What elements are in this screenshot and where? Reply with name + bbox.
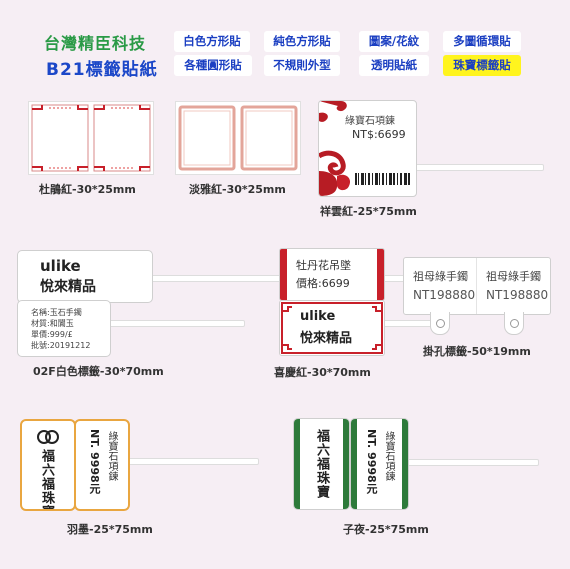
tag-pattern[interactable]: 圖案/花紋 <box>359 31 429 52</box>
yumo-caption: 羽墨-25*75mm <box>67 523 153 536</box>
ziye-green-edge-left <box>351 419 357 509</box>
xiqing-price: 價格:6699 <box>296 277 350 290</box>
white02f-tail-bottom <box>108 320 245 327</box>
white02f-info-label: 名稱:玉石手鐲 材質:和闐玉 單價:999/£ 批號:20191212 <box>17 300 111 357</box>
xiangyun-tail <box>415 164 544 171</box>
yumo-right-label: 綠寶石項鍊 NT. 9998元 <box>74 419 130 511</box>
dujuan-caption: 杜鵑紅-30*25mm <box>39 183 136 196</box>
guakong-label: 祖母綠手鐲 NT198880 祖母綠手鐲 NT198880 <box>403 257 551 315</box>
xiqing-red-edge-left <box>280 249 287 300</box>
hang-hole-icon <box>510 319 519 328</box>
ziye-price: NT. 9998元 <box>365 429 378 494</box>
company-name: 台灣精臣科技 <box>44 34 147 53</box>
xiangyun-item-name: 綠寶石項鍊 <box>345 116 395 127</box>
guakong-name-1: 祖母綠手鐲 <box>413 270 468 283</box>
yumo-tail <box>127 458 259 465</box>
xiqing-brand: ulike <box>300 309 336 324</box>
tag-white-square[interactable]: 白色方形貼 <box>174 31 250 52</box>
xiqing-red-edge-right <box>377 249 384 300</box>
danya-label-sheet <box>175 101 301 175</box>
yumo-brand: 福六福珠寶 <box>39 449 54 511</box>
xiangyun-price: NT$:6699 <box>352 128 406 141</box>
hang-hole-tab-1 <box>430 312 450 335</box>
white02f-caption: 02F白色標籤-30*70mm <box>33 365 164 378</box>
xiqing-item-name: 牡丹花吊墜 <box>296 259 351 272</box>
xiqing-top-label: 牡丹花吊墜 價格:6699 <box>279 248 385 301</box>
guakong-name-2: 祖母綠手鐲 <box>486 270 541 283</box>
ziye-green-edge-right <box>402 419 408 509</box>
tag-irregular[interactable]: 不規則外型 <box>264 55 340 76</box>
ziye-tail <box>407 459 539 466</box>
tag-round[interactable]: 各種圓形貼 <box>174 55 252 76</box>
dujuan-label-sheet <box>28 101 154 175</box>
product-name: B21標籤貼紙 <box>46 60 158 80</box>
tag-transparent[interactable]: 透明貼紙 <box>359 55 429 76</box>
guakong-code-1: NT198880 <box>413 288 476 302</box>
tag-solid-square[interactable]: 純色方形貼 <box>264 31 340 52</box>
info-line: 材質:和闐玉 <box>31 319 74 328</box>
danya-pink-frame <box>178 105 298 171</box>
info-line: 單價:999/£ <box>31 330 73 339</box>
ziye-green-edge-right <box>343 419 349 509</box>
info-line: 名稱:玉石手鐲 <box>31 308 82 317</box>
dujuan-red-border-pattern <box>31 104 151 172</box>
ziye-caption: 子夜-25*75mm <box>343 523 429 536</box>
cloud-pattern-icon <box>319 101 351 196</box>
tag-multi-cycle[interactable]: 多圖循環貼 <box>443 31 521 52</box>
hang-hole-icon <box>436 319 445 328</box>
yumo-logo-icon <box>37 430 59 444</box>
xiangyun-label: 綠寶石項鍊 NT$:6699 <box>318 100 417 197</box>
info-line: 批號:20191212 <box>31 341 91 350</box>
xiqing-caption: 喜慶紅-30*70mm <box>274 366 371 379</box>
guakong-caption: 掛孔標籤-50*19mm <box>423 345 531 358</box>
white02f-info-lines: 名稱:玉石手鐲 材質:和闐玉 單價:999/£ 批號:20191212 <box>31 307 90 351</box>
guakong-code-2: NT198880 <box>486 288 549 302</box>
ziye-brand: 福六福珠寶 <box>314 429 329 499</box>
xiqing-store: 悅來精品 <box>300 331 353 346</box>
barcode-icon <box>355 173 410 185</box>
ziye-green-edge-left <box>294 419 300 509</box>
ziye-left-label: 福六福珠寶 <box>293 418 350 510</box>
ziye-right-label: 綠寶石項鍊 NT. 9998元 <box>350 418 409 510</box>
white02f-tail-top <box>151 275 288 282</box>
ziye-item-name: 綠寶石項鍊 <box>383 431 394 481</box>
xiangyun-caption: 祥雲紅-25*75mm <box>320 205 417 218</box>
danya-caption: 淡雅紅-30*25mm <box>189 183 286 196</box>
white02f-store: 悅來精品 <box>40 279 96 295</box>
yumo-left-label: 福六福珠寶 <box>20 419 76 511</box>
yumo-item-name: 綠寶石項鍊 <box>106 431 117 481</box>
guakong-divider <box>476 258 477 314</box>
xiqing-bottom-label: ulike 悅來精品 <box>279 300 385 356</box>
yumo-price: NT. 9998元 <box>88 429 101 494</box>
white02f-brand-label: ulike 悅來精品 <box>17 250 153 303</box>
tag-jewelry[interactable]: 珠寶標籤貼 <box>443 55 521 76</box>
hang-hole-tab-2 <box>504 312 524 335</box>
white02f-brand: ulike <box>40 257 81 275</box>
xiqing-red-border-pattern <box>281 302 383 354</box>
